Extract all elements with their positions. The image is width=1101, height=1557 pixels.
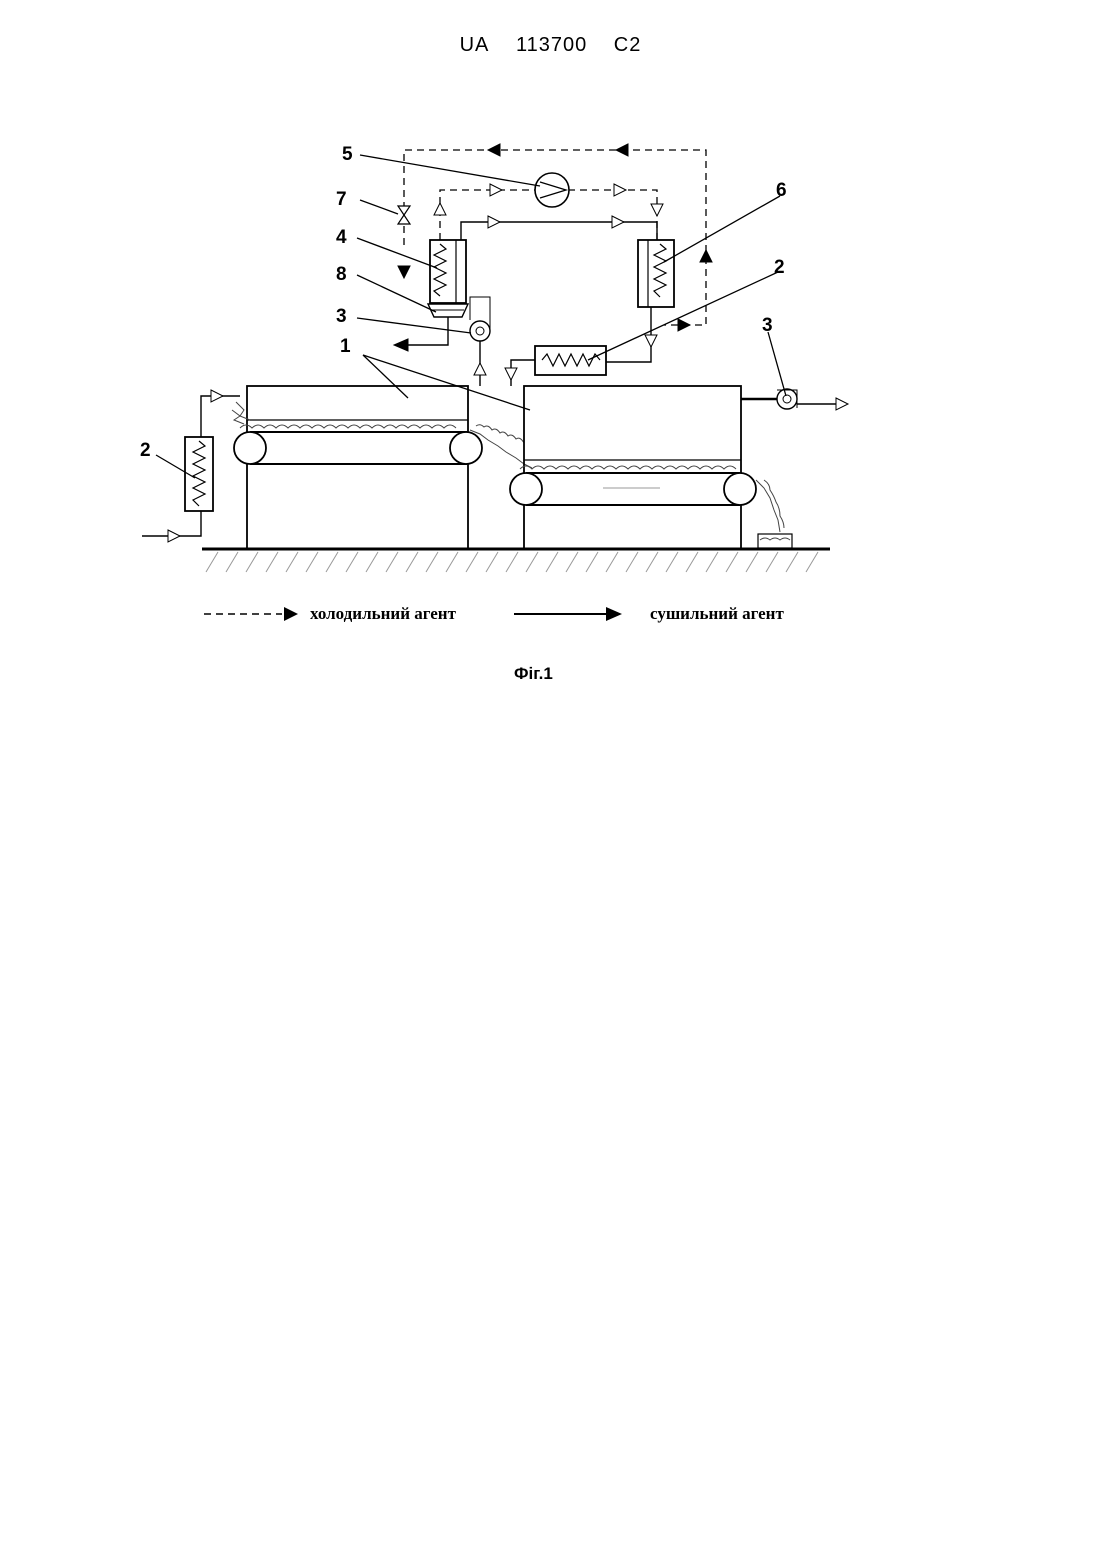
air-heater-right — [505, 346, 606, 386]
compressor — [535, 173, 569, 207]
label-8: 8 — [336, 264, 347, 285]
leader-lines — [156, 155, 786, 478]
roller — [510, 473, 542, 505]
label-7: 7 — [336, 189, 347, 210]
product-layer — [520, 466, 736, 469]
label-1: 1 — [340, 336, 351, 357]
label-6: 6 — [776, 180, 787, 201]
drying-agent-path — [461, 216, 657, 240]
legend-solid-arrow — [606, 607, 622, 621]
figure-caption: Фіг.1 — [514, 664, 553, 683]
ground — [202, 549, 830, 572]
legend-dashed-arrow — [284, 607, 298, 621]
product-outlet — [756, 480, 792, 548]
roller — [450, 432, 482, 464]
fan-center — [470, 297, 490, 386]
exhaust-fan-right — [741, 389, 848, 410]
legend-drying-agent-label: сушильний агент — [650, 604, 784, 623]
label-2-left: 2 — [140, 440, 151, 461]
dryer-chamber-right — [524, 386, 741, 549]
label-4: 4 — [336, 227, 347, 248]
legend: холодильний агент сушильний агент — [204, 604, 784, 623]
roller — [234, 432, 266, 464]
label-2-right: 2 — [774, 257, 785, 278]
product-layer — [232, 402, 456, 428]
label-5: 5 — [342, 144, 353, 165]
evaporator — [430, 240, 466, 303]
label-3-top: 3 — [336, 306, 347, 327]
label-3-right: 3 — [762, 315, 773, 336]
condenser — [606, 240, 674, 362]
roller — [724, 473, 756, 505]
legend-refrigerant-label: холодильний агент — [310, 604, 457, 623]
dryer-chamber-left — [247, 386, 468, 549]
conveyor-right — [510, 466, 756, 505]
throttle-valve — [398, 206, 410, 224]
air-heater-left — [142, 390, 240, 542]
conveyor-left — [232, 402, 482, 464]
